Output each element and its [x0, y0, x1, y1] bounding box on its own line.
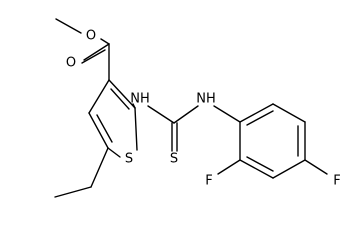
bond-ring-c3-c4 [88, 79, 110, 114]
bond-ring-c4-c5-inner [96, 114, 113, 143]
bond-carbonyl-double-a [83, 43, 110, 61]
bond-ar-c3-c4 [272, 159, 306, 179]
bond-methyl-o [55, 18, 82, 34]
bond-ring-c4-c5 [88, 112, 109, 149]
bond-nh-aryl [213, 105, 241, 123]
bond-o-carbonyl-c [100, 38, 110, 45]
bond-ring-c3-c2-inner [110, 88, 130, 110]
bond-carbonyl-double-b [81, 49, 106, 64]
bond-ar-c2-c3 [239, 159, 274, 179]
bond-ring-s-c2 [134, 107, 138, 151]
atom-nh-right: NH [196, 92, 216, 107]
bond-ar-c2-c3-inner [246, 156, 274, 172]
bond-ring-ethyl [90, 147, 109, 188]
chemical-structure-diagram: O O S NH NH S F F [54, 18, 341, 198]
bond-ring-c5-s [107, 147, 121, 158]
bond-nh-thiourea-c [147, 105, 175, 124]
structure-canvas: O O S NH NH S F F [54, 18, 341, 198]
atom-o-carbonyl: O [66, 56, 76, 71]
atom-labels: O O S NH NH S F F [66, 29, 341, 189]
atom-nh-left: NH [130, 92, 150, 107]
bond-ar-f-para [304, 159, 328, 175]
bonds [54, 18, 328, 198]
bond-ar-c6-c1 [239, 103, 274, 123]
atom-s-thiophene: S [125, 152, 133, 167]
atom-f-para: F [333, 174, 340, 189]
atom-s-thione: S [170, 152, 178, 167]
bond-ar-c6-c1-inner [246, 110, 274, 126]
atom-f-ortho: F [205, 174, 212, 189]
bond-ethyl-methyl [54, 186, 92, 198]
atom-o-methoxy: O [86, 29, 96, 44]
bond-thiourea-c-nh [173, 105, 199, 124]
bond-ar-f-ortho [217, 159, 241, 175]
bond-ar-c5-c6 [272, 103, 306, 123]
bond-c2-nh [132, 103, 136, 109]
bond-ring-c3-c2 [108, 79, 136, 109]
